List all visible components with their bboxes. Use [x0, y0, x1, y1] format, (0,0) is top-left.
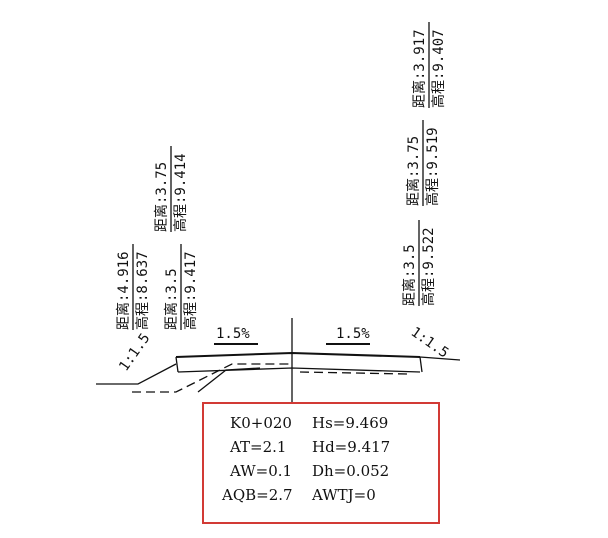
right-offset-label-1: 距离:3.5 高程:9.522	[401, 220, 437, 306]
aw-value: AW=0.1	[230, 462, 293, 480]
pavement-bottom	[177, 367, 421, 373]
right-ground	[419, 356, 461, 361]
left-side-slope-label: 1:1.5	[116, 331, 153, 375]
pavement-left-end	[175, 356, 179, 373]
hd-value: Hd=9.417	[312, 438, 391, 456]
right-crossfall-label: 1.5%	[336, 326, 370, 342]
svg-text:高程:9.414: 高程:9.414	[172, 153, 189, 232]
subgrade-left	[197, 367, 261, 393]
svg-text:高程:9.522: 高程:9.522	[420, 227, 437, 306]
left-fill-slope	[132, 363, 292, 393]
svg-text:距离:3.5: 距离:3.5	[401, 244, 418, 306]
left-offset-label-2: 距离:3.5 高程:9.417	[163, 244, 199, 330]
left-offset-label-1: 距离:4.916 高程:8.637	[115, 244, 151, 330]
right-offset-label-2: 距离:3.75 高程:9.519	[405, 120, 441, 206]
svg-text:高程:9.407: 高程:9.407	[430, 29, 447, 108]
left-offset-label-3: 距离:3.75 高程:9.414	[153, 146, 189, 232]
svg-text:距离:4.916: 距离:4.916	[115, 251, 132, 330]
svg-text:距离:3.75: 距离:3.75	[405, 136, 422, 206]
section-info-box: K0+020 Hs=9.469 AT=2.1 Hd=9.417 AW=0.1 D…	[202, 402, 440, 524]
ground-line	[96, 363, 177, 385]
at-value: AT=2.1	[230, 438, 287, 456]
svg-text:高程:9.417: 高程:9.417	[182, 251, 199, 330]
svg-text:距离:3.5: 距离:3.5	[163, 268, 180, 330]
svg-text:高程:9.519: 高程:9.519	[424, 127, 441, 206]
awtj-value: AWTJ=0	[312, 486, 376, 504]
pavement-right-end	[419, 356, 423, 373]
right-offset-label-3: 距离:3.917 高程:9.407	[411, 22, 447, 108]
dh-value: Dh=0.052	[312, 462, 390, 480]
aqb-value: AQB=2.7	[222, 486, 293, 504]
svg-text:距离:3.75: 距离:3.75	[153, 162, 170, 232]
svg-text:高程:8.637: 高程:8.637	[134, 251, 151, 330]
station-value: K0+020	[230, 414, 292, 432]
subgrade-right	[299, 371, 409, 375]
left-crossfall-label: 1.5%	[216, 326, 250, 342]
svg-text:距离:3.917: 距离:3.917	[411, 29, 428, 108]
hs-value: Hs=9.469	[312, 414, 389, 432]
pavement-top	[175, 351, 421, 358]
